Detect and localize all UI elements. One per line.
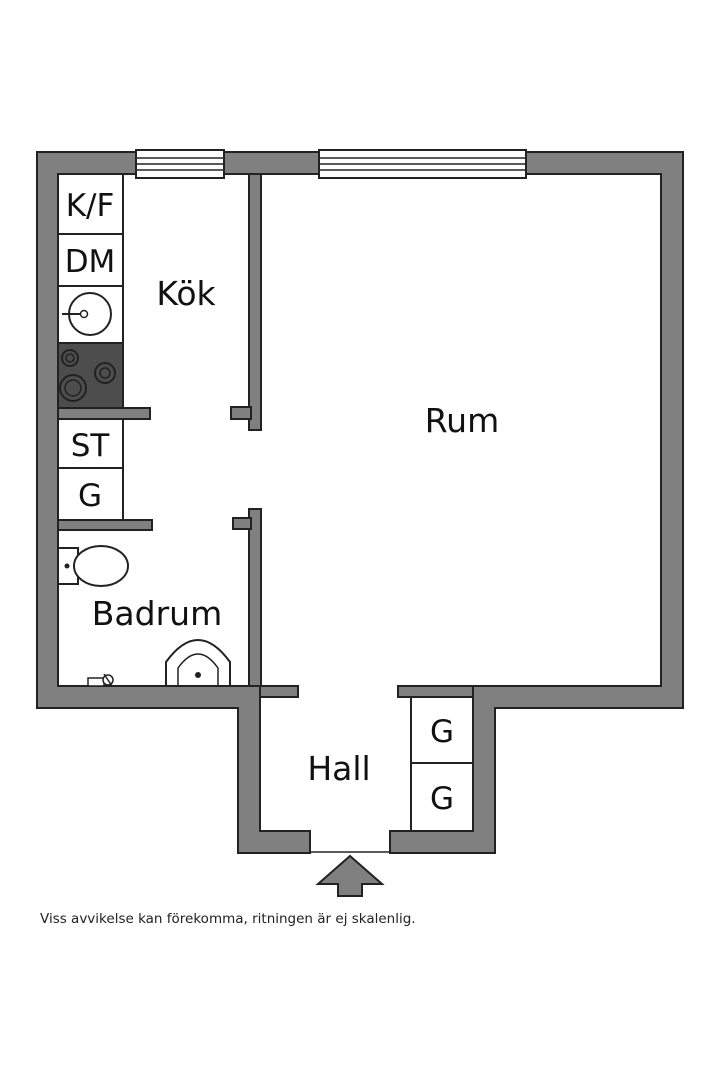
storage-closet (57, 418, 124, 469)
hall-left-stub (259, 685, 299, 698)
outer-wall (36, 151, 684, 854)
wardrobe-label-2: G (430, 714, 454, 750)
bath-partition-stub (232, 517, 252, 530)
fridge-freezer (57, 173, 124, 235)
bath-room-partition-wall (248, 508, 262, 687)
wardrobe-label-1: G (78, 478, 102, 514)
room-label-bathroom: Badrum (92, 594, 222, 633)
stove-icon (57, 342, 124, 409)
storage-label: ST (71, 428, 111, 464)
kitchen-window (135, 149, 225, 179)
kitchen-sink-icon (57, 285, 124, 344)
room-label-living: Rum (425, 401, 500, 440)
closet-top-wall (57, 407, 151, 420)
fridge-freezer-label: K/F (66, 188, 115, 224)
entrance-arrow-icon (315, 854, 385, 897)
living-room-window (318, 149, 527, 179)
closet-bottom-wall (57, 519, 153, 531)
wardrobe-closet-1 (57, 467, 124, 521)
hall-right-stub (397, 685, 474, 698)
wardrobe-closet-3 (410, 762, 474, 832)
wardrobe-label-3: G (430, 781, 454, 817)
bathroom-sink-icon (165, 639, 231, 687)
kitchen-partition-stub (230, 406, 252, 420)
shower-faucet-icon (87, 673, 114, 687)
dishwasher-label: DM (65, 244, 116, 280)
room-label-hall: Hall (307, 749, 370, 788)
kitchen-room-partition-wall (248, 173, 262, 431)
toilet-icon (57, 545, 129, 587)
room-label-kitchen: Kök (156, 274, 216, 313)
disclaimer-text: Viss avvikelse kan förekomma, ritningen … (40, 911, 416, 927)
